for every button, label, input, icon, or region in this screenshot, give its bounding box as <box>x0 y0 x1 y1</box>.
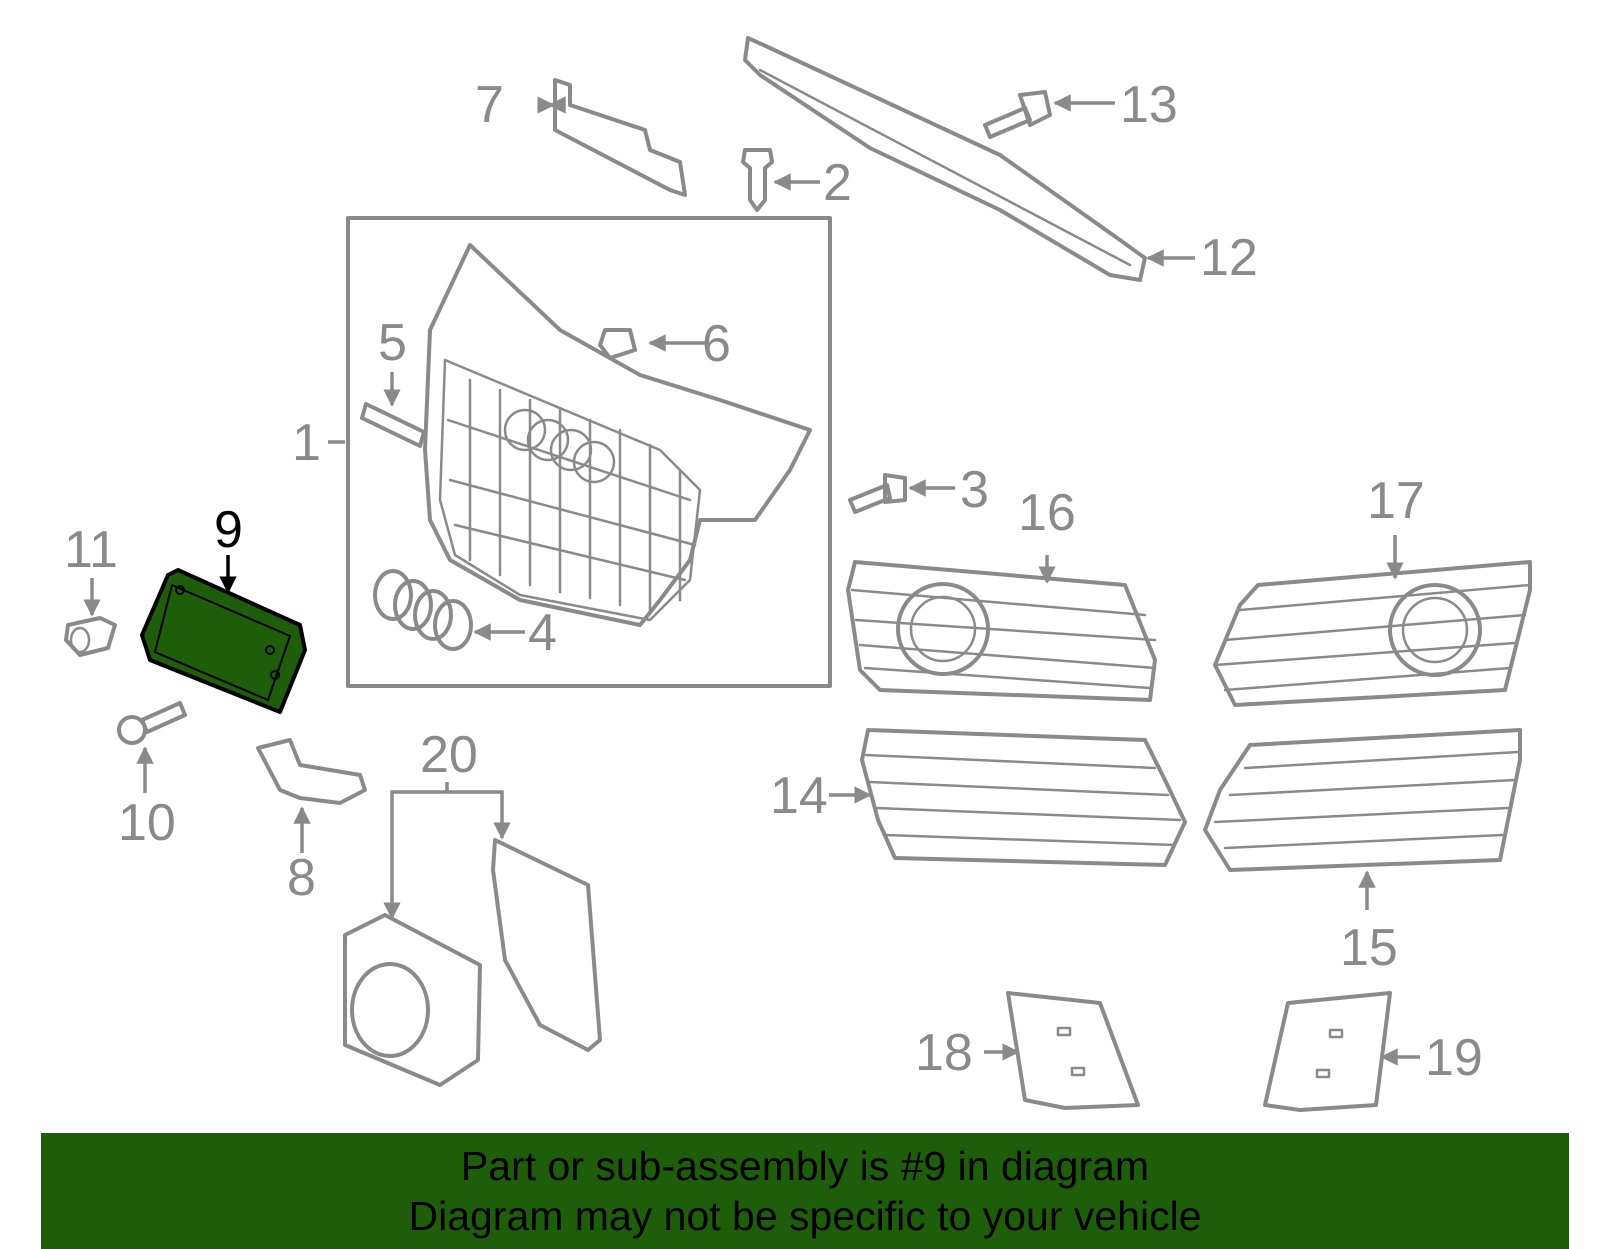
label-part-4: 4 <box>528 604 557 662</box>
part-6-clip <box>598 328 637 360</box>
label-part-3: 3 <box>960 461 989 519</box>
part-14-grille-left <box>860 728 1187 867</box>
label-part-14: 14 <box>770 767 828 825</box>
part-12-bar <box>743 36 1147 282</box>
banner-line-2: Diagram may not be specific to your vehi… <box>408 1193 1202 1239</box>
part-3-bolt <box>848 473 907 514</box>
part-20-sensor-assembly <box>343 838 602 1087</box>
part-9-license-plate-bracket <box>140 568 307 714</box>
part-10-screw <box>117 701 187 745</box>
label-part-20: 20 <box>420 726 478 784</box>
part-7-bracket <box>553 78 687 197</box>
part-4-rings <box>373 569 473 651</box>
part-2-screw <box>741 148 774 212</box>
label-part-17: 17 <box>1367 472 1425 530</box>
label-part-6: 6 <box>702 315 731 373</box>
part-1-grille-assembly <box>346 216 832 688</box>
part-18-panel <box>1006 991 1140 1110</box>
label-part-7: 7 <box>475 76 504 134</box>
part-8-bracket <box>256 738 367 805</box>
label-part-19: 19 <box>1425 1029 1483 1087</box>
leader-lines <box>83 94 1420 1066</box>
label-part-15: 15 <box>1340 919 1398 977</box>
label-part-18: 18 <box>915 1024 973 1082</box>
banner-line-1: Part or sub-assembly is #9 in diagram <box>460 1143 1150 1189</box>
part-5-badge <box>360 402 426 448</box>
part-16-fog-grille-left <box>846 560 1157 702</box>
part-13-bolt <box>983 90 1052 139</box>
part-19-panel <box>1263 991 1392 1112</box>
label-part-11: 11 <box>64 521 118 579</box>
info-banner: Part or sub-assembly is #9 in diagram Di… <box>41 1133 1569 1249</box>
label-part-12: 12 <box>1200 229 1258 287</box>
label-part-16: 16 <box>1018 484 1076 542</box>
label-part-5: 5 <box>378 314 407 372</box>
label-part-1: 1 <box>292 414 321 472</box>
part-17-fog-grille-right <box>1213 560 1532 707</box>
label-part-8: 8 <box>287 849 316 907</box>
label-part-13: 13 <box>1120 76 1178 134</box>
part-15-grille-right <box>1203 728 1522 872</box>
label-part-9: 9 <box>214 501 243 559</box>
part-11-nut <box>64 616 117 657</box>
label-part-2: 2 <box>823 154 852 212</box>
label-part-10: 10 <box>118 794 176 852</box>
